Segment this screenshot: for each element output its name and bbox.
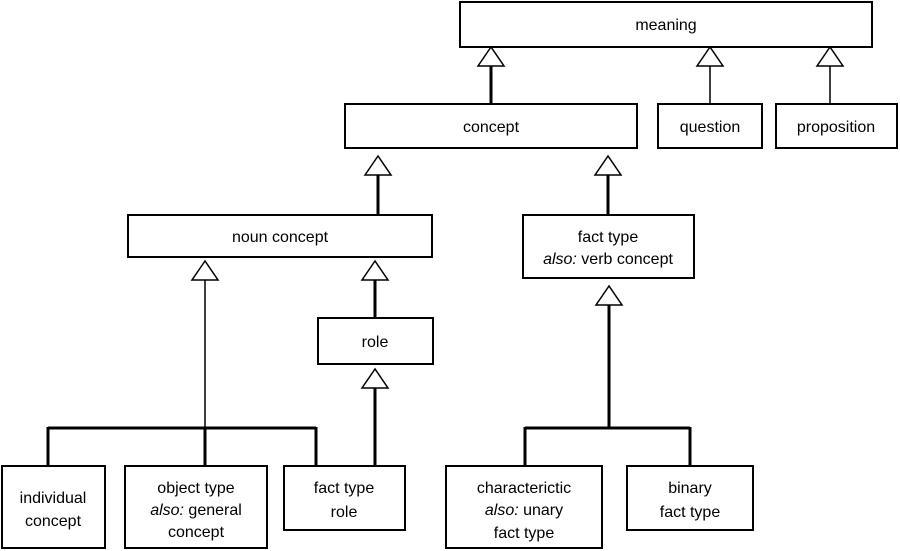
- connectors: [46, 66, 831, 466]
- noun-concept-label: noun concept: [232, 229, 329, 246]
- object-type-label-line1: object type: [157, 480, 234, 497]
- concept-box: concept: [344, 103, 638, 149]
- noun-concept-box: noun concept: [127, 214, 433, 258]
- fact-type-role-label-line1: fact type: [314, 480, 375, 497]
- arrowhead-noun-concept-left: [190, 259, 220, 281]
- arrowheads: [190, 45, 845, 389]
- object-type-label-line3: concept: [168, 524, 225, 541]
- arrowhead-role: [360, 367, 390, 389]
- role-label: role: [362, 334, 389, 351]
- characteristic-label-line3: fact type: [494, 525, 555, 542]
- arrowhead-meaning-left: [476, 45, 506, 67]
- binary-fact-type-box: binary fact type: [626, 465, 754, 531]
- fact-type-label-line1: fact type: [578, 229, 639, 246]
- fact-type-verb-concept: verb concept: [577, 251, 674, 268]
- arrowhead-concept-right: [593, 154, 623, 176]
- arrowhead-meaning-middle: [695, 45, 725, 67]
- object-type-label-line2: also: general: [150, 502, 242, 519]
- meaning-box: meaning: [459, 1, 873, 48]
- object-type-also: also:: [150, 502, 184, 519]
- question-box: question: [657, 103, 763, 149]
- concept-label: concept: [463, 119, 520, 136]
- question-label: question: [680, 119, 741, 136]
- characteristic-label-line1: characterictic: [477, 480, 571, 497]
- arrowhead-fact-type: [594, 284, 624, 306]
- fact-type-box: fact type also: verb concept: [522, 214, 695, 279]
- characteristic-also: also:: [485, 502, 519, 519]
- binary-fact-type-label-line1: binary: [668, 480, 712, 497]
- proposition-label: proposition: [797, 119, 875, 136]
- characteristic-unary: unary: [519, 502, 563, 519]
- individual-concept-box: individual concept: [1, 465, 106, 549]
- arrowhead-concept-left: [363, 154, 393, 176]
- object-type-box: object type also: general concept: [124, 465, 268, 549]
- characteristic-box: characterictic also: unary fact type: [445, 465, 603, 549]
- object-type-general: general: [184, 502, 242, 519]
- fact-type-also: also:: [543, 251, 577, 268]
- individual-concept-label-line1: individual: [20, 490, 87, 507]
- arrowhead-meaning-right: [815, 45, 845, 67]
- fact-type-label-line2: also: verb concept: [543, 251, 673, 268]
- binary-fact-type-label-line2: fact type: [660, 504, 721, 521]
- characteristic-label-line2: also: unary: [485, 502, 563, 519]
- role-box: role: [317, 317, 434, 365]
- fact-type-role-box: fact type role: [283, 465, 406, 531]
- fact-type-role-label-line2: role: [331, 504, 358, 521]
- meaning-label: meaning: [635, 17, 696, 34]
- arrowhead-noun-concept-right: [360, 259, 390, 281]
- proposition-box: proposition: [775, 103, 898, 149]
- individual-concept-label-line2: concept: [25, 513, 82, 530]
